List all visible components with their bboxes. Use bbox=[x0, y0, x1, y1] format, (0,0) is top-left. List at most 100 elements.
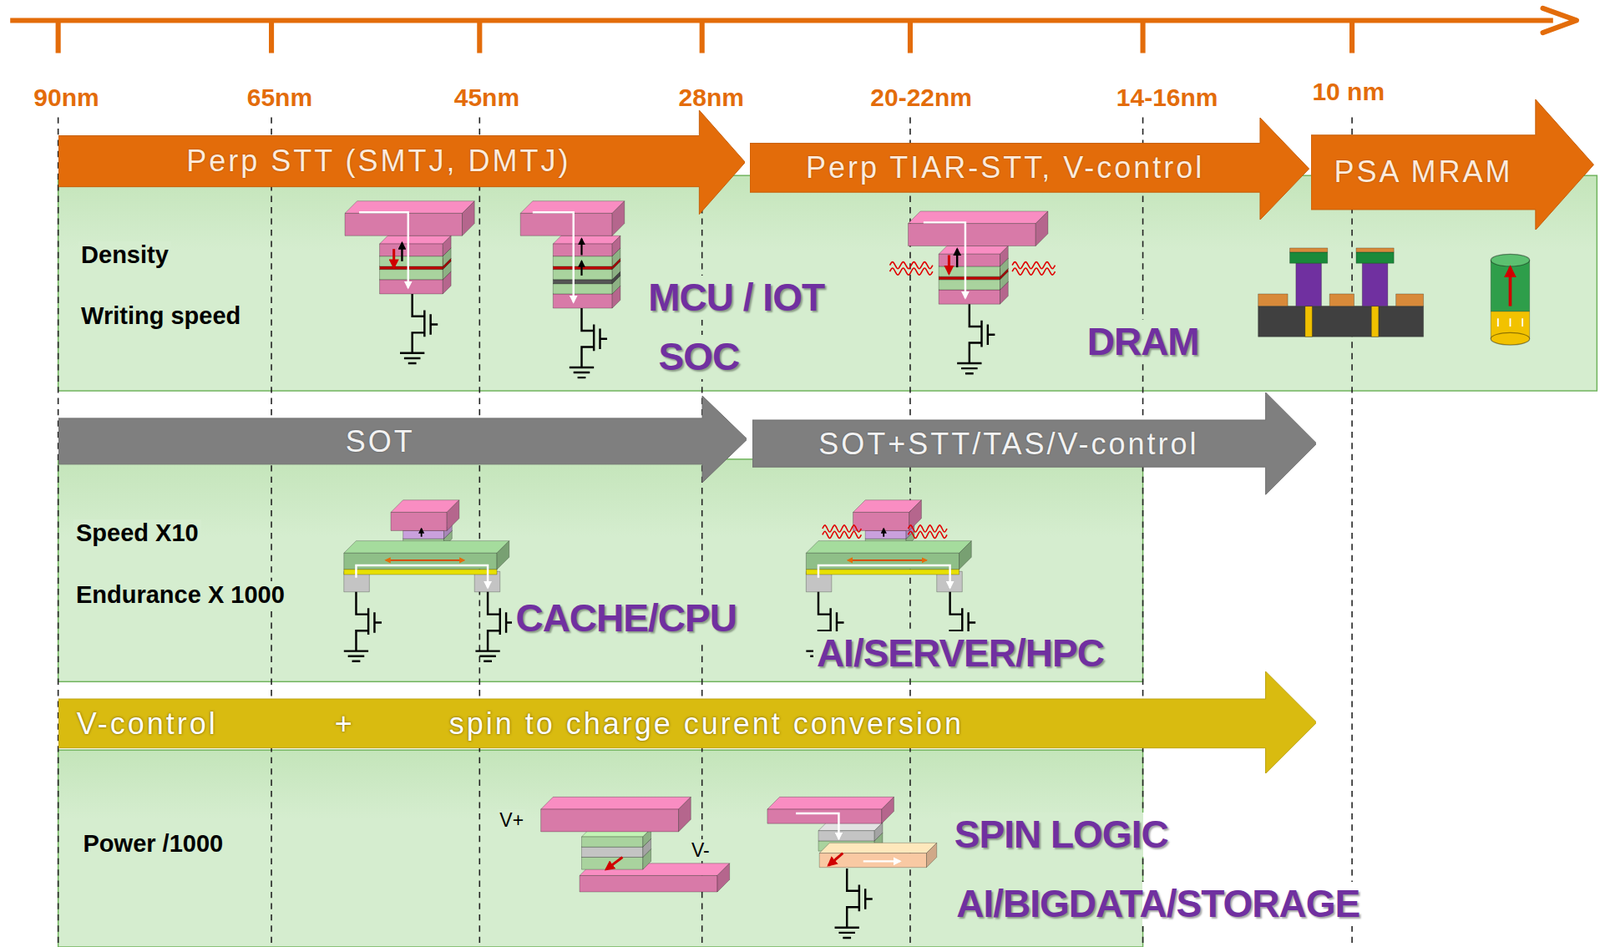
wire bbox=[1498, 318, 1523, 327]
arrow-label: V-control bbox=[76, 706, 218, 741]
transistor-symbol bbox=[475, 592, 513, 662]
arrow-label: Perp TIAR-STT, V-control bbox=[805, 150, 1205, 185]
device-layer bbox=[446, 500, 460, 532]
arrow-label: SOT+STT/TAS/V-control bbox=[818, 426, 1199, 461]
device-layer bbox=[805, 541, 972, 554]
wire bbox=[818, 565, 951, 588]
device-layer bbox=[541, 796, 692, 810]
transistor-symbol bbox=[400, 293, 438, 364]
device-layer bbox=[938, 279, 1000, 290]
pillar bbox=[1362, 263, 1388, 306]
timeline-tick bbox=[1349, 20, 1355, 53]
arrow-body bbox=[58, 671, 1317, 774]
pillar-cap bbox=[1290, 252, 1328, 264]
roadmap-arrow: SOT+STT/TAS/V-control bbox=[752, 392, 1317, 495]
timeline-tick bbox=[55, 20, 61, 53]
cylinder-base bbox=[1490, 332, 1530, 345]
heat-wave bbox=[822, 531, 861, 538]
transistor-symbol bbox=[956, 303, 995, 374]
device-layer bbox=[678, 796, 692, 832]
metric-label: Density bbox=[78, 241, 172, 269]
timeline-tick bbox=[268, 20, 274, 53]
device-layer bbox=[552, 266, 613, 270]
wire bbox=[923, 222, 966, 298]
device-layer bbox=[938, 276, 1000, 280]
node-size-label: 14-16nm bbox=[1116, 83, 1219, 113]
device-layer bbox=[520, 212, 613, 236]
pillar-top bbox=[1356, 248, 1394, 253]
panel-ground bbox=[58, 459, 1144, 682]
device-layer bbox=[379, 235, 452, 244]
pillar-top bbox=[1290, 248, 1328, 253]
arrow-label: SOT bbox=[345, 424, 416, 459]
application-label: MCU / IOT bbox=[644, 275, 828, 320]
application-label: SPIN LOGIC bbox=[951, 812, 1172, 857]
transistor-symbol bbox=[344, 592, 382, 662]
device-layer bbox=[403, 530, 445, 539]
application-label: CACHE/CPU bbox=[511, 596, 740, 641]
arrow-label: Perp STT (SMTJ, DMTJ) bbox=[186, 143, 571, 178]
roadmap-arrow: PSA MRAM bbox=[1311, 99, 1594, 230]
device-layer bbox=[767, 809, 882, 824]
device-layer bbox=[1000, 245, 1009, 266]
contact-layer bbox=[1258, 293, 1288, 307]
contact-layer bbox=[1396, 293, 1424, 307]
device-layer bbox=[552, 235, 621, 244]
application-label: SOC bbox=[654, 334, 743, 380]
node-size-label: 90nm bbox=[33, 83, 99, 113]
arrow-label: PSA MRAM bbox=[1334, 154, 1514, 189]
wire bbox=[359, 212, 409, 288]
device-layer bbox=[612, 201, 625, 237]
device-layer bbox=[938, 289, 1000, 304]
roadmap-arrow: SOT bbox=[58, 395, 748, 483]
device-layer bbox=[865, 530, 907, 539]
node-size-label: 10 nm bbox=[1311, 77, 1385, 107]
device-layer bbox=[582, 856, 644, 870]
device-layer bbox=[819, 842, 937, 853]
device-layer bbox=[767, 796, 895, 810]
device-layer bbox=[541, 809, 679, 832]
node-size-label: 20-22nm bbox=[870, 83, 973, 113]
timeline-tick bbox=[699, 20, 705, 53]
wire bbox=[863, 860, 901, 862]
arrow-body bbox=[1311, 99, 1594, 230]
pillar-cap bbox=[1356, 252, 1394, 264]
device-layer bbox=[853, 511, 910, 531]
cylinder-body bbox=[1490, 260, 1530, 312]
wire bbox=[420, 528, 423, 537]
wire bbox=[795, 813, 839, 840]
timeline-tick bbox=[1140, 20, 1146, 53]
node-size-label: 45nm bbox=[454, 83, 520, 113]
device-illustrations bbox=[344, 201, 1530, 938]
heat-wave bbox=[908, 525, 947, 532]
node-guide-line bbox=[1351, 117, 1353, 947]
device-layer bbox=[881, 796, 895, 824]
contact-layer bbox=[1329, 293, 1354, 307]
wire bbox=[1508, 267, 1513, 306]
wire bbox=[355, 565, 488, 588]
device-layer bbox=[552, 279, 613, 284]
arrow-label: + bbox=[334, 706, 355, 741]
sot-track bbox=[344, 569, 497, 575]
device-layer bbox=[717, 863, 730, 892]
cylinder-top bbox=[1490, 253, 1530, 267]
roadmap-arrow: Perp TIAR-STT, V-control bbox=[749, 117, 1310, 220]
node-size-label: 65nm bbox=[247, 83, 313, 113]
arrow-body bbox=[752, 392, 1317, 495]
application-label: AI/BIGDATA/STORAGE bbox=[952, 881, 1363, 927]
device-layer bbox=[552, 283, 613, 294]
wire bbox=[385, 559, 465, 562]
heat-wave bbox=[1012, 262, 1055, 269]
device-layer bbox=[805, 552, 959, 570]
heat-wave bbox=[1012, 268, 1055, 275]
arrow-label: spin to charge curent conversion bbox=[449, 706, 964, 741]
arrow-body bbox=[749, 117, 1310, 220]
metric-label: Endurance X 1000 bbox=[73, 581, 288, 609]
device-layer bbox=[442, 235, 451, 256]
transistor-symbol bbox=[835, 868, 873, 938]
heat-wave bbox=[908, 531, 947, 538]
node-guide-line bbox=[701, 117, 704, 947]
heat-wave bbox=[822, 525, 861, 532]
wire bbox=[400, 243, 403, 262]
